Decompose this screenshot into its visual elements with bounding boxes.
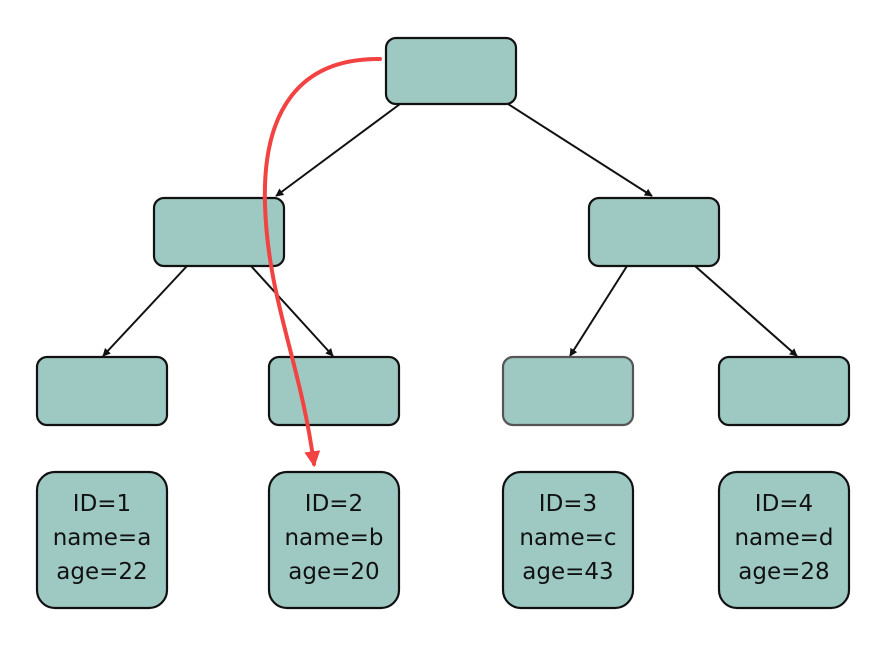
edge-left-to-leaf-1 <box>102 265 188 357</box>
root-node <box>384 36 518 106</box>
record-4-id: ID=4 <box>755 491 813 517</box>
internal-node-right <box>587 196 721 268</box>
tree-edges <box>102 103 798 357</box>
record-1: ID=1 name=a age=22 <box>35 470 169 610</box>
edge-root-to-left <box>275 103 401 197</box>
record-2-name: name=b <box>284 525 383 551</box>
record-boxes: ID=1 name=a age=22 ID=2 name=b age=20 ID… <box>35 470 851 610</box>
record-2-id: ID=2 <box>305 491 363 517</box>
leaf-node-4 <box>717 355 851 427</box>
record-3: ID=3 name=c age=43 <box>501 470 635 610</box>
record-box-2 <box>267 470 401 610</box>
internal-node-left <box>152 196 286 268</box>
search-path-arrow <box>262 56 382 468</box>
leaf-node-3 <box>501 355 635 427</box>
record-3-age: age=43 <box>522 559 613 585</box>
edge-root-to-right <box>507 103 653 197</box>
edge-right-to-leaf-4 <box>694 265 798 357</box>
record-4-name: name=d <box>734 525 833 551</box>
leaf-node-2 <box>267 355 401 427</box>
record-4: ID=4 name=d age=28 <box>717 470 851 610</box>
record-1-id: ID=1 <box>73 491 131 517</box>
record-box-3 <box>501 470 635 610</box>
record-3-id: ID=3 <box>539 491 597 517</box>
record-1-name: name=a <box>53 525 152 551</box>
record-4-age: age=28 <box>738 559 829 585</box>
edge-left-to-leaf-2 <box>250 265 334 357</box>
leaf-node-1 <box>35 355 169 427</box>
record-box-1 <box>35 470 169 610</box>
edge-right-to-leaf-3 <box>569 265 628 357</box>
record-2: ID=2 name=b age=20 <box>267 470 401 610</box>
record-1-age: age=22 <box>56 559 147 585</box>
record-box-4 <box>717 470 851 610</box>
record-2-age: age=20 <box>288 559 379 585</box>
index-nodes <box>35 36 851 427</box>
record-3-name: name=c <box>519 525 616 551</box>
